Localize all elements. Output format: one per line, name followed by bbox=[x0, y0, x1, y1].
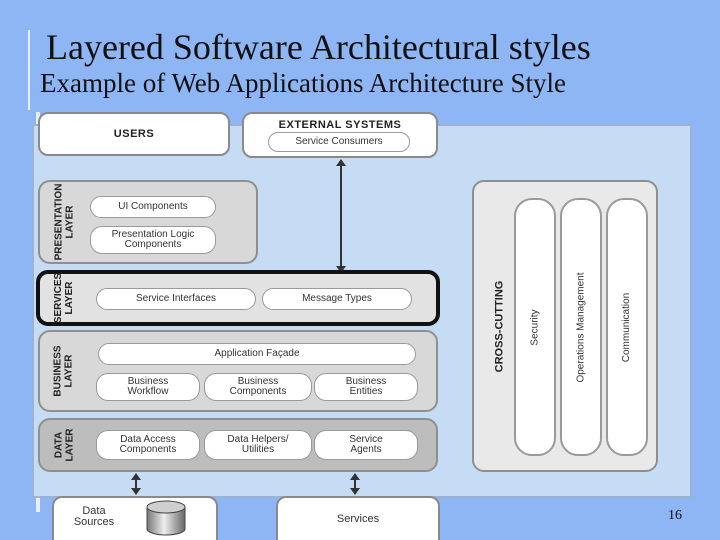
ui-components-pill: UI Components bbox=[90, 196, 216, 218]
data-access-label: Data Access Components bbox=[119, 434, 177, 455]
slide-title: Layered Software Architectural styles bbox=[46, 27, 591, 67]
presentation-logic-label: Presentation Logic Components bbox=[111, 229, 195, 250]
communication-pillar: Communication bbox=[606, 198, 648, 456]
services-layer-label: SERVICES LAYER bbox=[53, 272, 76, 324]
business-components-pill: Business Components bbox=[204, 373, 312, 401]
security-pillar: Security bbox=[514, 198, 556, 456]
slide-left-accent bbox=[28, 30, 30, 110]
presentation-layer-label: PRESENTATION LAYER bbox=[53, 183, 76, 261]
page-number: 16 bbox=[668, 508, 682, 523]
service-consumers-pill: Service Consumers bbox=[268, 132, 410, 152]
external-to-services-arrow bbox=[336, 159, 346, 273]
service-interfaces-label: Service Interfaces bbox=[135, 293, 217, 304]
operations-management-pillar: Operations Management bbox=[560, 198, 602, 456]
external-systems-label: EXTERNAL SYSTEMS bbox=[278, 119, 402, 131]
data-helpers-pill: Data Helpers/ Utilities bbox=[204, 430, 312, 460]
business-layer-label: BUSINESS LAYER bbox=[53, 345, 75, 397]
users-label: USERS bbox=[113, 128, 155, 140]
data-helpers-label: Data Helpers/ Utilities bbox=[227, 434, 289, 455]
presentation-logic-pill: Presentation Logic Components bbox=[90, 226, 216, 254]
data-sources-box bbox=[52, 496, 218, 540]
data-sources-label: Data Sources bbox=[73, 505, 115, 528]
service-interfaces-pill: Service Interfaces bbox=[96, 288, 256, 310]
operations-management-label: Operations Management bbox=[575, 271, 587, 383]
services-arrow bbox=[350, 473, 360, 495]
application-facade-label: Application Façade bbox=[214, 348, 300, 359]
data-layer-label: DATA LAYER bbox=[52, 428, 75, 462]
business-workflow-pill: Business Workflow bbox=[96, 373, 200, 401]
application-facade-pill: Application Façade bbox=[98, 343, 416, 365]
message-types-label: Message Types bbox=[302, 293, 372, 304]
business-entities-label: Business Entities bbox=[345, 376, 387, 397]
business-entities-pill: Business Entities bbox=[314, 373, 418, 401]
service-consumers-label: Service Consumers bbox=[295, 136, 383, 147]
data-sources-label-wrap: Data Sources bbox=[62, 504, 126, 530]
security-label: Security bbox=[529, 308, 541, 346]
data-sources-arrow bbox=[131, 473, 141, 495]
service-agents-pill: Service Agents bbox=[314, 430, 418, 460]
business-components-label: Business Components bbox=[229, 376, 287, 397]
communication-label: Communication bbox=[621, 292, 633, 362]
message-types-pill: Message Types bbox=[262, 288, 412, 310]
business-workflow-label: Business Workflow bbox=[127, 376, 169, 397]
service-agents-label: Service Agents bbox=[349, 434, 383, 455]
users-box: USERS bbox=[38, 112, 230, 156]
cross-cutting-label: CROSS-CUTTING bbox=[493, 280, 506, 372]
slide-subtitle: Example of Web Applications Architecture… bbox=[40, 68, 566, 98]
database-icon bbox=[146, 500, 186, 536]
ui-components-label: UI Components bbox=[118, 201, 188, 212]
services-box: Services bbox=[276, 496, 440, 540]
data-access-pill: Data Access Components bbox=[96, 430, 200, 460]
services-label: Services bbox=[336, 513, 380, 525]
